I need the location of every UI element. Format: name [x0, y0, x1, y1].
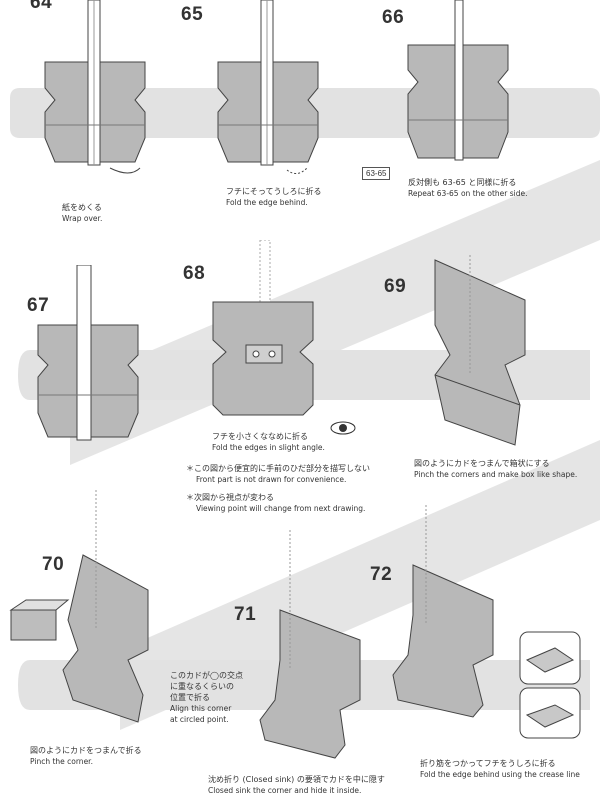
step-number-65: 65 [181, 4, 204, 25]
step-number-70: 70 [42, 554, 65, 575]
caption-en: Wrap over. [62, 214, 103, 223]
caption-en: Closed sink the corner and hide it insid… [208, 786, 362, 795]
note-viewing-point: ＊次図から視点が変わる Viewing point will change fr… [186, 492, 365, 514]
caption-jp: 図のようにカドをつまんで折る [30, 746, 142, 755]
figure-step-65 [217, 0, 319, 174]
caption-step-64: 紙をめくる Wrap over. [62, 202, 102, 224]
figure-step-72 [392, 505, 494, 718]
band-diagonal-2 [120, 440, 600, 730]
note-en: Viewing point will change from next draw… [196, 504, 366, 513]
detail-insets [519, 631, 581, 739]
reference-label: 63-65 [362, 167, 391, 180]
eye-icon [330, 421, 356, 435]
callout-jp-2: に重なるくらいの [170, 682, 234, 691]
caption-en: Fold the edge behind. [226, 198, 308, 207]
caption-jp: 図のようにカドをつまんで箱状にする [414, 459, 550, 468]
callout-jp-3: 位置で折る [170, 693, 210, 702]
note-jp: ＊次図から視点が変わる [186, 493, 274, 502]
caption-step-69: 図のようにカドをつまんで箱状にする Pinch the corners and … [414, 458, 577, 480]
caption-en: Fold the edges in slight angle. [212, 443, 325, 452]
callout-en-2: at circled point. [170, 715, 229, 724]
step-number-72: 72 [370, 564, 393, 585]
caption-en: Repeat 63-65 on the other side. [408, 189, 528, 198]
caption-jp: 沈め折り (Closed sink) の要領でカドを中に隠す [208, 775, 385, 784]
caption-step-70: 図のようにカドをつまんで折る Pinch the corner. [30, 745, 142, 767]
figure-step-71 [259, 530, 361, 759]
figure-step-66 [407, 0, 509, 161]
caption-jp: フチにそってうしろに折る [226, 187, 322, 196]
figure-step-69 [434, 255, 526, 446]
caption-step-71: 沈め折り (Closed sink) の要領でカドを中に隠す Closed si… [208, 774, 385, 796]
note-jp: ＊この図から便宜的に手前のひだ部分を描写しない [186, 464, 370, 473]
callout-jp-1: このカドが◯の交点 [170, 671, 243, 680]
step-number-67: 67 [27, 295, 50, 316]
figure-step-67 [37, 265, 139, 441]
caption-jp: 反対側も 63-65 と同様に折る [408, 178, 517, 187]
caption-jp: 紙をめくる [62, 203, 102, 212]
note-front-part: ＊この図から便宜的に手前のひだ部分を描写しない Front part is no… [186, 463, 370, 485]
callout-step-70: このカドが◯の交点 に重なるくらいの 位置で折る Align this corn… [170, 670, 243, 725]
step-number-66: 66 [382, 7, 405, 28]
caption-en: Fold the edge behind using the crease li… [420, 770, 580, 779]
callout-en-1: Align this corner [170, 704, 232, 713]
note-en: Front part is not drawn for convenience. [196, 475, 347, 484]
caption-en: Pinch the corner. [30, 757, 93, 766]
caption-step-72: 折り筋をつかってフチをうしろに折る Fold the edge behind u… [420, 758, 580, 780]
step-number-64: 64 [30, 0, 53, 13]
caption-step-68: フチを小さくななめに折る Fold the edges in slight an… [212, 431, 325, 453]
caption-en: Pinch the corners and make box like shap… [414, 470, 578, 479]
step-number-69: 69 [384, 276, 407, 297]
step-number-68: 68 [183, 263, 206, 284]
figure-step-68 [212, 240, 314, 416]
figure-step-64 [44, 0, 146, 174]
caption-jp: フチを小さくななめに折る [212, 432, 308, 441]
caption-step-65: フチにそってうしろに折る Fold the edge behind. [226, 186, 321, 208]
caption-step-66: 反対側も 63-65 と同様に折る Repeat 63-65 on the ot… [408, 177, 528, 199]
caption-jp: 折り筋をつかってフチをうしろに折る [420, 759, 556, 768]
step-number-71: 71 [234, 604, 257, 625]
figure-step-70 [9, 490, 149, 723]
